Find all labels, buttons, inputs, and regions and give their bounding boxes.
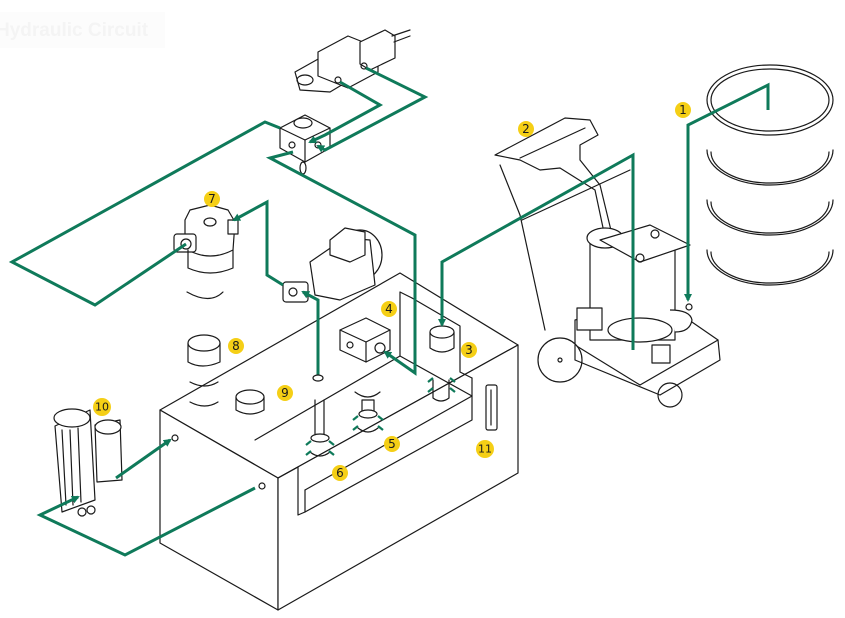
offline-pump-filter <box>53 408 123 517</box>
pressure-filter <box>173 204 239 300</box>
flow-indicators <box>305 377 456 456</box>
svg-text:11: 11 <box>478 443 492 456</box>
svg-text:1: 1 <box>679 103 687 117</box>
badge-11: 11 <box>476 440 494 458</box>
badge-1: 1 <box>675 102 691 118</box>
svg-text:3: 3 <box>465 343 473 357</box>
reservoir-tank <box>159 272 519 611</box>
breather-cap <box>235 389 265 415</box>
diagram-title: Hydraulic Circuit <box>0 20 149 41</box>
hydraulic-cylinder <box>294 29 411 93</box>
mobile-filter-unit <box>494 117 721 408</box>
return-filter <box>354 391 381 433</box>
oil-drum <box>706 64 834 286</box>
badge-6: 6 <box>332 465 348 481</box>
svg-text:7: 7 <box>208 192 216 206</box>
svg-text:6: 6 <box>336 466 344 480</box>
svg-text:10: 10 <box>95 401 109 414</box>
motor-pump <box>282 227 383 303</box>
badge-10: 10 <box>93 398 111 416</box>
badge-3: 3 <box>461 342 477 358</box>
badge-7: 7 <box>204 191 220 207</box>
junction-box <box>339 317 391 363</box>
suction-strainer <box>309 399 331 457</box>
tank-cap <box>187 334 221 407</box>
svg-text:4: 4 <box>385 302 393 316</box>
badge-2: 2 <box>518 121 534 137</box>
badge-8: 8 <box>228 338 244 354</box>
svg-text:8: 8 <box>232 339 240 353</box>
badge-4: 4 <box>381 301 397 317</box>
pipes <box>8 66 770 557</box>
svg-text:2: 2 <box>522 122 530 136</box>
level-gauge <box>485 384 498 431</box>
directional-valve <box>279 114 331 175</box>
badge-5: 5 <box>384 436 400 452</box>
svg-text:9: 9 <box>281 386 289 400</box>
title-band <box>0 12 165 48</box>
svg-text:5: 5 <box>388 437 396 451</box>
badge-9: 9 <box>277 385 293 401</box>
filler-breather <box>429 325 455 402</box>
